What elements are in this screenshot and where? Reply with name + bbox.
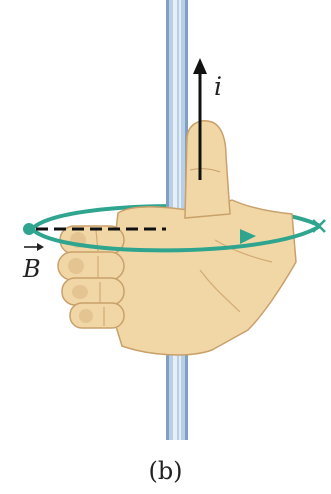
field-point-dot (23, 223, 35, 235)
current-label: i (214, 74, 222, 99)
cross-mark-icon (313, 220, 325, 232)
vector-arrow-icon (22, 241, 46, 253)
figure-caption: (b) (0, 457, 331, 485)
magnetic-field-label: B (23, 257, 41, 281)
hand-palm (108, 200, 296, 355)
